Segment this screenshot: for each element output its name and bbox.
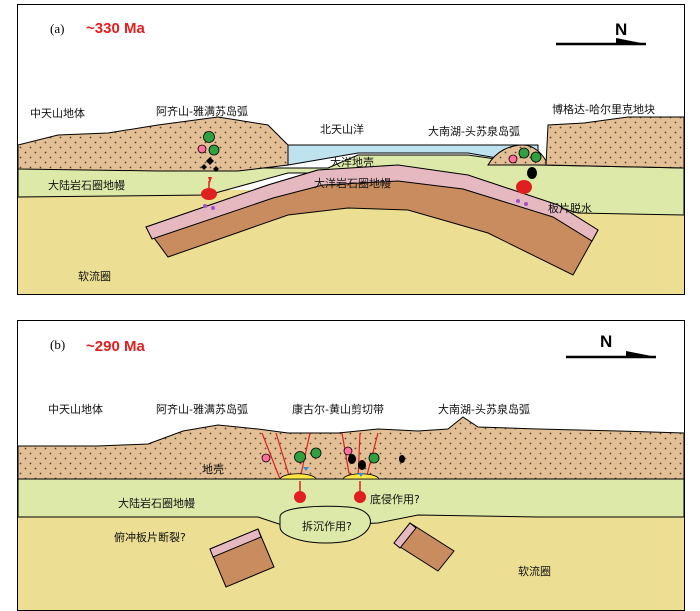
- north-label-b: N: [600, 332, 612, 351]
- label-asthenosphere-a: 软流圈: [78, 269, 111, 283]
- delamination-body: [279, 505, 371, 544]
- label-aqishan-arc-a: 阿齐山-雅满苏岛弧: [156, 104, 248, 118]
- label-slab-dehydration: 板片脱水: [548, 201, 592, 215]
- label-oceanic-mantle: 大洋岩石圈地幔: [314, 176, 391, 190]
- crust-left-a: [18, 116, 289, 172]
- oceanic-crust-slab: [145, 164, 599, 242]
- label-oceanic-crust: 大洋地壳: [330, 155, 374, 169]
- slab-piece-right: [393, 522, 455, 572]
- crust-right-a: [545, 116, 684, 169]
- age-label-a: ~330 Ma: [86, 20, 145, 37]
- continental-mantle-b: [18, 478, 684, 528]
- asthenosphere-b: [18, 513, 684, 610]
- magma-symbols-right-a: [508, 147, 542, 206]
- label-danan-arc-a: 大南湖-头苏泉岛弧: [428, 124, 520, 138]
- magma-symbols-b: [261, 446, 405, 477]
- label-asthenosphere-b: 软流圈: [518, 564, 551, 578]
- label-underplating: 底侵作用?: [370, 492, 420, 506]
- diagram-b: (b) ~290 Ma N 中天山地体 阿齐山-雅满苏岛弧 康古尔-黄山剪切带 …: [18, 321, 684, 610]
- label-aqishan-arc-b: 阿齐山-雅满苏岛弧: [156, 402, 248, 416]
- label-continental-mantle-a: 大陆岩石圈地幔: [48, 178, 125, 192]
- underplating-bodies: [279, 473, 380, 503]
- shear-zone-faults: [261, 432, 379, 480]
- label-central-tianshan-a: 中天山地体: [30, 106, 85, 120]
- panel-a: (a) ~330 Ma N 中天山地体 阿齐山-雅满苏岛弧 北天山洋 博格达-哈…: [17, 4, 685, 295]
- label-slab-breakoff: 俯冲板片断裂?: [114, 530, 186, 544]
- north-arrow-a: [556, 38, 646, 46]
- north-arrow-b: [566, 351, 656, 359]
- label-delamination: 拆沉作用?: [302, 519, 352, 533]
- north-label-a: N: [615, 20, 627, 39]
- slab-piece-left: [209, 528, 275, 588]
- panel-letter-a: (a): [50, 21, 64, 36]
- panel-b: (b) ~290 Ma N 中天山地体 阿齐山-雅满苏岛弧 康古尔-黄山剪切带 …: [17, 320, 685, 611]
- label-danan-arc-b: 大南湖-头苏泉岛弧: [438, 402, 530, 416]
- diagram-a: (a) ~330 Ma N 中天山地体 阿齐山-雅满苏岛弧 北天山洋 博格达-哈…: [18, 5, 684, 294]
- label-central-tianshan-b: 中天山地体: [48, 402, 103, 416]
- age-label-b: ~290 Ma: [86, 338, 145, 355]
- magma-symbols-left-a: [197, 131, 220, 210]
- label-continental-mantle-b: 大陆岩石圈地幔: [118, 496, 195, 510]
- label-crust: 地壳: [202, 462, 224, 476]
- label-shear-zone: 康古尔-黄山剪切带: [292, 402, 384, 416]
- label-bogda-block: 博格达-哈尔里克地块: [552, 102, 655, 116]
- label-north-tianshan-ocean: 北天山洋: [320, 122, 364, 136]
- panel-letter-b: (b): [50, 337, 65, 352]
